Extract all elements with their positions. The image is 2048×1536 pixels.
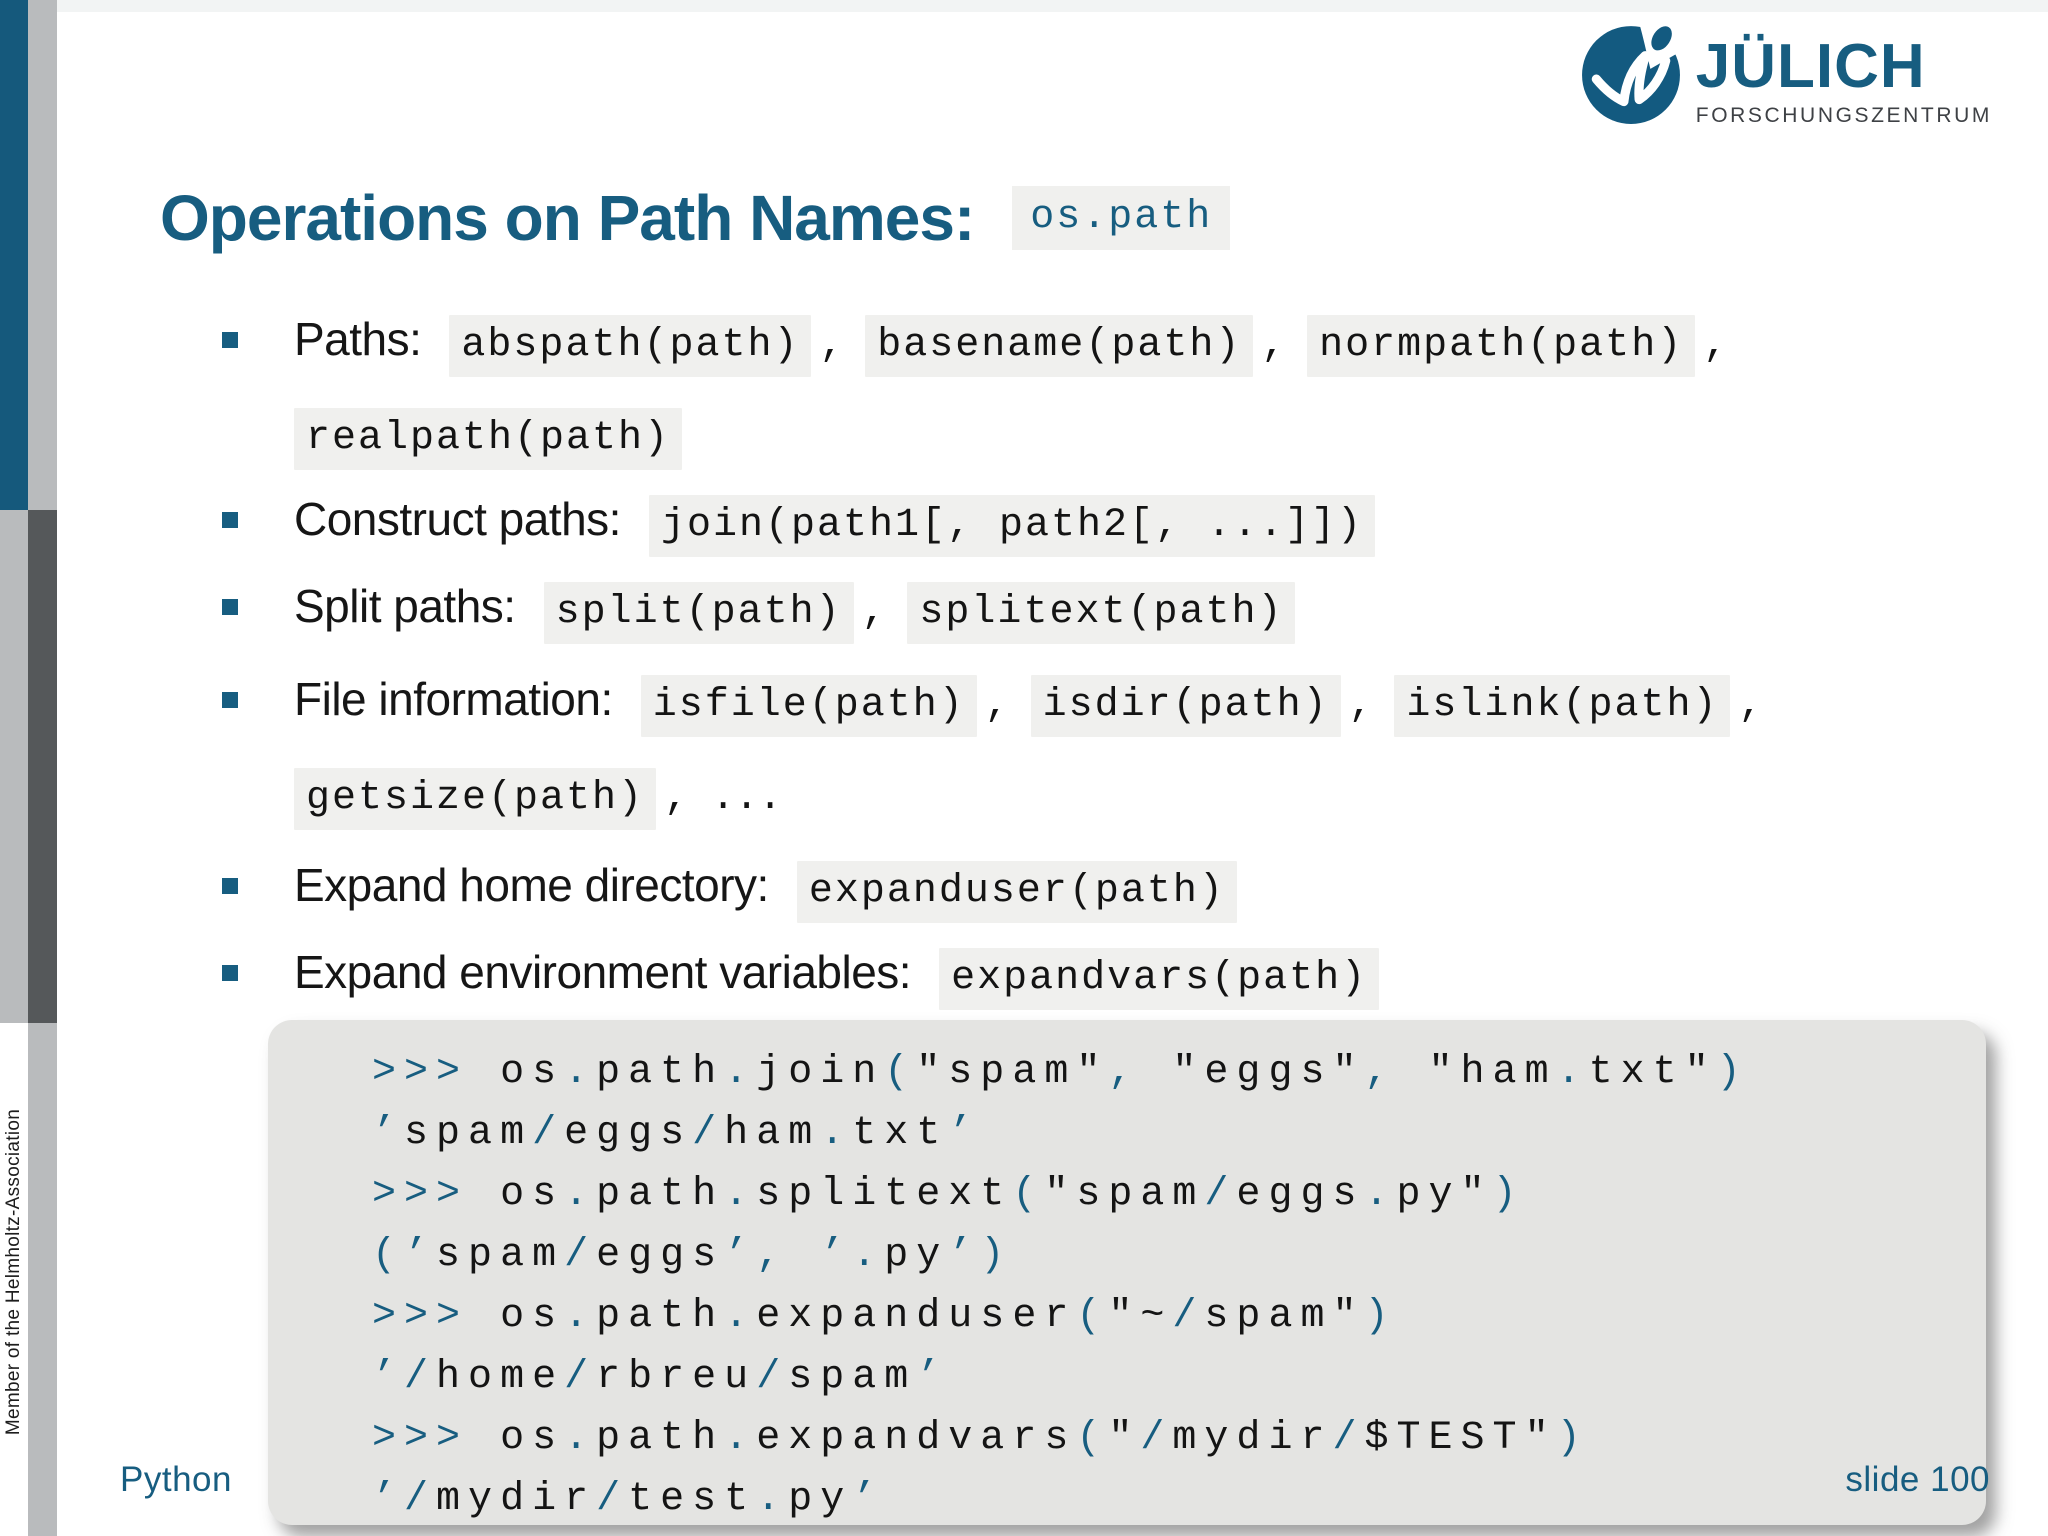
footer-slide-number: slide 100 xyxy=(1845,1460,1990,1499)
code-chip-unit: expandvars(path) xyxy=(939,946,1380,1010)
code-chip-unit: splitext(path) xyxy=(907,580,1296,644)
bullet-item: Split paths: split(path), splitext(path) xyxy=(222,563,1804,656)
chip-separator: , xyxy=(1261,323,1285,368)
chip-separator: , xyxy=(984,683,1009,728)
code-line: >>> os.path.join("spam", "eggs", "ham.tx… xyxy=(372,1050,1749,1095)
bullet-square-icon xyxy=(222,512,238,528)
code-chip-unit: isdir(path), xyxy=(1030,673,1383,737)
bullet-item: Expand environment variables: expandvars(… xyxy=(222,929,1804,1016)
code-chip-unit: normpath(path), xyxy=(1307,313,1737,377)
inline-code-chip: splitext(path) xyxy=(907,582,1296,644)
sidebar-bar-accent xyxy=(0,0,28,510)
bullet-square-icon xyxy=(222,965,238,981)
top-edge-band xyxy=(0,0,2048,12)
code-line: ’/mydir/test.py’ xyxy=(372,1477,885,1522)
bullet-label: Construct paths: xyxy=(294,493,621,545)
inline-code-chip: expandvars(path) xyxy=(939,948,1380,1010)
bullet-item: Expand home directory: expanduser(path) xyxy=(222,842,1804,929)
code-line: >>> os.path.splitext("spam/eggs.py") xyxy=(372,1172,1525,1217)
julich-logo-text: JÜLICH FORSCHUNGSZENTRUM xyxy=(1695,22,1992,127)
inline-code-chip: expanduser(path) xyxy=(796,861,1237,923)
sidebar-bar-light-bottom xyxy=(28,1023,57,1536)
sidebar-bar-light-top xyxy=(28,0,57,510)
sidebar-bar-light-mid xyxy=(0,510,28,1023)
bullet-item: File information: isfile(path), isdir(pat… xyxy=(222,656,1804,842)
code-chip-unit: expanduser(path) xyxy=(796,859,1237,923)
code-chip-unit: split(path), xyxy=(543,580,896,644)
code-line: (’spam/eggs’, ’.py’) xyxy=(372,1233,1013,1278)
code-chip-unit: isfile(path), xyxy=(640,673,1019,737)
title-code-chip: os.path xyxy=(1012,186,1231,250)
inline-code-chip: basename(path) xyxy=(865,315,1254,377)
code-chip-unit: basename(path), xyxy=(865,313,1295,377)
chip-separator: , xyxy=(1703,323,1727,368)
footer-course-label: Python xyxy=(120,1460,232,1499)
logo-subtitle: FORSCHUNGSZENTRUM xyxy=(1695,104,1992,127)
helmholtz-membership-label: Member of the Helmholtz-Association xyxy=(3,1108,24,1436)
inline-code-chip: islink(path) xyxy=(1394,675,1731,737)
bullet-square-icon xyxy=(222,878,238,894)
bullet-square-icon xyxy=(222,599,238,615)
code-chip-unit: islink(path), xyxy=(1394,673,1772,737)
logo-title: JÜLICH xyxy=(1695,32,1926,101)
sidebar-bar-dark-mid xyxy=(28,510,57,1023)
julich-logo: JÜLICH FORSCHUNGSZENTRUM xyxy=(1580,22,1992,126)
inline-code-chip: isfile(path) xyxy=(640,675,977,737)
bullet-square-icon xyxy=(222,332,238,348)
chip-separator: , xyxy=(1738,683,1762,728)
bullet-label: File information: xyxy=(294,673,613,725)
code-chip-unit: abspath(path), xyxy=(449,313,853,377)
bullet-label: Expand environment variables: xyxy=(294,946,912,998)
inline-code-chip: join(path1[, path2[, ...]]) xyxy=(648,495,1376,557)
inline-code-chip: realpath(path) xyxy=(294,408,683,470)
code-line: ’/home/rbreu/spam’ xyxy=(372,1355,949,1400)
page-title: Operations on Path Names: xyxy=(160,182,975,254)
julich-logo-icon xyxy=(1581,23,1680,124)
code-chip-unit: getsize(path), ... xyxy=(294,766,792,830)
chip-separator: , xyxy=(819,323,843,368)
inline-code-chip: abspath(path) xyxy=(449,315,812,377)
bullet-label: Paths: xyxy=(294,313,422,365)
bullet-item: Paths: abspath(path), basename(path), nor… xyxy=(222,296,1804,476)
code-line: ’spam/eggs/ham.txt’ xyxy=(372,1111,981,1156)
inline-code-chip: normpath(path) xyxy=(1307,315,1696,377)
code-chip-unit: join(path1[, path2[, ...]]) xyxy=(648,493,1376,557)
chip-separator: , xyxy=(861,590,886,635)
python-repl-code-block: >>> os.path.join("spam", "eggs", "ham.tx… xyxy=(268,1020,1986,1525)
inline-code-chip: getsize(path) xyxy=(294,768,657,830)
title-row: Operations on Path Names: os.path xyxy=(160,182,1231,254)
inline-code-chip: isdir(path) xyxy=(1030,675,1341,737)
bullet-item: Construct paths: join(path1[, path2[, ...… xyxy=(222,476,1804,563)
code-line: >>> os.path.expanduser("~/spam") xyxy=(372,1294,1397,1339)
bullet-label: Expand home directory: xyxy=(294,859,769,911)
inline-code-chip: split(path) xyxy=(543,582,854,644)
bullet-square-icon xyxy=(222,692,238,708)
code-line: >>> os.path.expandvars("/mydir/$TEST") xyxy=(372,1416,1589,1461)
chip-separator: , xyxy=(1348,683,1373,728)
chip-separator: , ... xyxy=(664,776,782,821)
bullet-list: Paths: abspath(path), basename(path), nor… xyxy=(222,296,1804,1016)
bullet-label: Split paths: xyxy=(294,580,516,632)
code-chip-unit: realpath(path) xyxy=(294,406,683,470)
